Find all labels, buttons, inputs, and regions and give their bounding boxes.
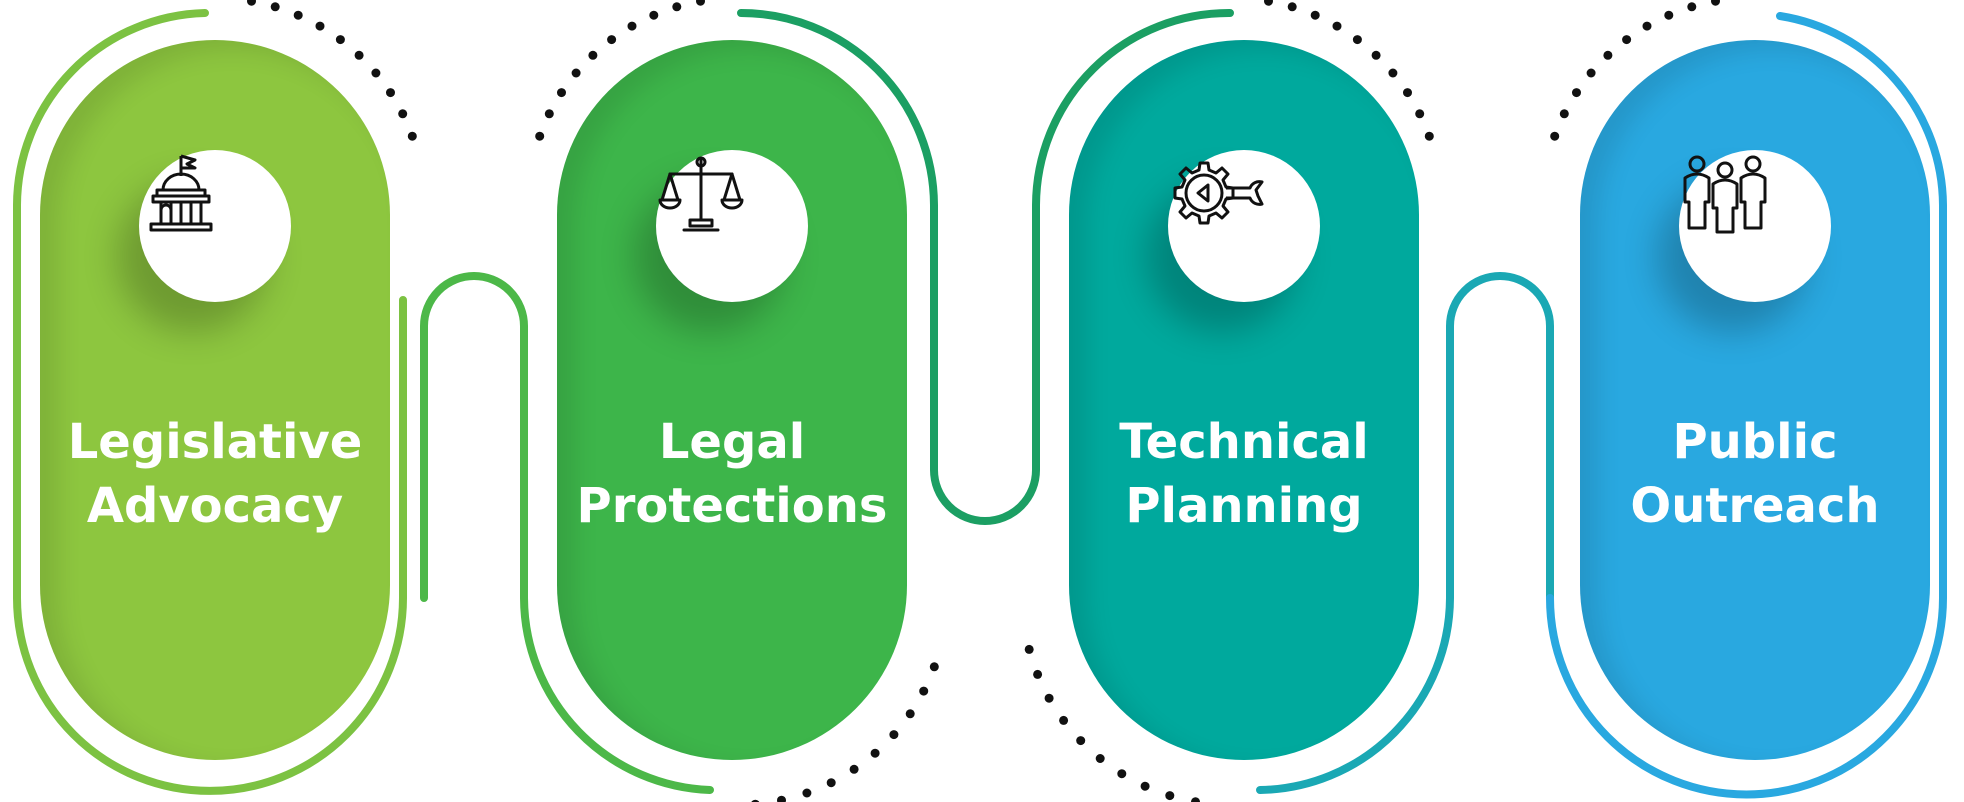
dot <box>1403 88 1412 98</box>
dot <box>386 88 395 98</box>
dot <box>1572 88 1581 98</box>
label-line-1: Technical <box>1119 414 1369 470</box>
dot <box>1332 21 1342 31</box>
dot <box>1711 0 1720 6</box>
dot <box>627 21 637 31</box>
capitol-building-icon <box>149 154 213 232</box>
dot <box>1024 644 1034 654</box>
dot <box>1095 754 1105 763</box>
dot <box>557 88 566 98</box>
dots-arc-3 <box>1264 0 1434 141</box>
dot <box>1264 0 1273 6</box>
dot <box>1191 797 1200 802</box>
dot <box>1642 21 1652 31</box>
dot <box>407 131 417 141</box>
dot <box>919 686 929 696</box>
dot <box>1586 68 1596 78</box>
dot <box>1076 736 1086 746</box>
step-legal-pill: Legal Protections <box>557 40 907 760</box>
dot <box>1550 131 1560 141</box>
dot <box>1622 35 1632 45</box>
label-line-1: Public <box>1672 414 1838 470</box>
step-label: Technical Planning <box>1069 410 1419 538</box>
dot <box>1352 35 1362 45</box>
step-legislative-pill: Legislative Advocacy <box>40 40 390 760</box>
label-line-1: Legal <box>658 414 806 470</box>
dot <box>889 730 899 740</box>
dot <box>751 799 760 802</box>
dotted-arcs <box>247 0 1720 802</box>
gear-wrench-icon <box>1173 161 1264 225</box>
dot <box>1117 769 1127 779</box>
dot <box>247 0 256 6</box>
dot <box>315 21 325 31</box>
dot <box>929 662 939 672</box>
scales-of-justice-icon <box>658 156 744 232</box>
dot <box>1059 715 1069 725</box>
dots-arc-5 <box>1024 0 1720 802</box>
dot <box>672 2 682 12</box>
outline-public <box>1546 12 1947 799</box>
dot <box>588 50 598 60</box>
people-group-icon <box>1683 155 1767 234</box>
step-technical-pill: Technical Planning <box>1069 40 1419 760</box>
dots-arc-2 <box>535 0 705 141</box>
step-label: Public Outreach <box>1580 410 1930 538</box>
dot <box>802 788 812 798</box>
icon-badge <box>1168 150 1320 302</box>
label-line-2: Advocacy <box>86 478 344 534</box>
dot <box>1603 50 1613 60</box>
dot <box>826 778 836 788</box>
dot <box>1424 131 1434 141</box>
dot <box>870 748 880 758</box>
label-line-2: Planning <box>1125 478 1363 534</box>
dot <box>649 10 659 20</box>
step-label: Legislative Advocacy <box>40 410 390 538</box>
dot <box>607 35 617 45</box>
icon-badge <box>1679 150 1831 302</box>
dot <box>1140 781 1150 791</box>
label-line-2: Protections <box>576 478 888 534</box>
dot <box>849 764 859 774</box>
dot <box>1415 109 1425 119</box>
connector-3-4 <box>1256 272 1554 794</box>
dot <box>777 795 786 802</box>
dot <box>696 0 705 6</box>
step-public-pill: Public Outreach <box>1580 40 1930 760</box>
label-line-1: Legislative <box>67 414 363 470</box>
dot <box>270 2 280 12</box>
dot <box>398 109 408 119</box>
dot <box>293 10 303 20</box>
dot <box>1287 2 1297 12</box>
dot <box>544 109 554 119</box>
label-line-2: Outreach <box>1630 478 1880 534</box>
outline-legislative <box>13 9 407 795</box>
dot <box>1559 109 1569 119</box>
dot <box>571 68 581 78</box>
dot <box>1165 791 1175 801</box>
icon-badge <box>139 150 291 302</box>
connector-1-2 <box>420 272 714 794</box>
dots-arc-1 <box>247 0 417 141</box>
step-label: Legal Protections <box>557 410 907 538</box>
dot <box>1687 2 1697 12</box>
dot <box>371 68 381 78</box>
dot <box>905 709 915 719</box>
dot <box>1388 68 1398 78</box>
dot <box>1371 50 1381 60</box>
dot <box>1310 10 1320 20</box>
dot <box>354 50 364 60</box>
icon-badge <box>656 150 808 302</box>
dot <box>535 131 545 141</box>
dot <box>335 35 345 45</box>
dot <box>1033 669 1043 679</box>
dots-arc-4 <box>751 662 939 802</box>
dot <box>1044 693 1054 703</box>
dot <box>1664 10 1674 20</box>
outline-legal <box>737 8 1234 525</box>
